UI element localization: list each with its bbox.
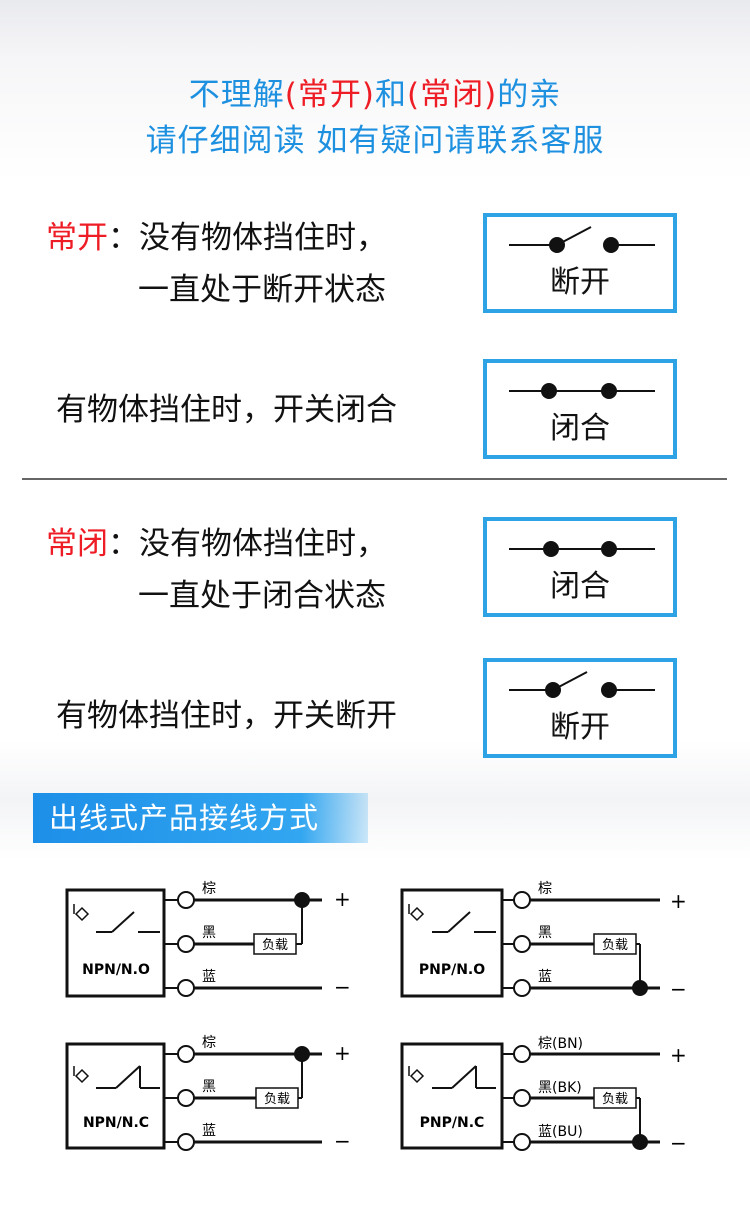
wire-label: 棕 xyxy=(202,881,216,897)
no-desc-line-1: 常开：没有物体挡住时， xyxy=(46,214,387,262)
terminal xyxy=(513,1089,531,1107)
switch-box-open: 断开 xyxy=(483,658,677,758)
minus-sign: − xyxy=(670,1131,687,1155)
terminal xyxy=(177,1133,195,1151)
wiring-diagram-npn-nc: NPN/N.C 棕 黑 蓝 负载 + − xyxy=(65,1035,351,1153)
junction-dot xyxy=(632,1134,648,1150)
minus-sign: − xyxy=(334,975,351,999)
nc-desc-line-1: 常闭：没有物体挡住时， xyxy=(46,520,387,568)
no-colon: ： xyxy=(108,220,139,256)
junction-dot xyxy=(294,892,310,908)
section-divider xyxy=(22,478,727,480)
wire-label: 蓝 xyxy=(202,1123,216,1139)
terminal xyxy=(513,935,531,953)
switch-box-closed: 闭合 xyxy=(483,359,677,459)
sensor-body xyxy=(400,1042,504,1150)
terminal xyxy=(177,1045,195,1063)
nc-desc-line-2: 一直处于闭合状态 xyxy=(138,578,386,614)
header-highlight-no: (常开) xyxy=(284,77,375,113)
junction-dot xyxy=(294,1046,310,1062)
switch-open-symbol xyxy=(509,226,655,253)
plus-sign: + xyxy=(670,1043,687,1067)
sensor-diamond-icon xyxy=(74,1068,90,1084)
load-label: 负载 xyxy=(262,938,288,953)
header-text: 不理解 xyxy=(188,77,285,113)
header-line-1: 不理解(常开)和(常闭)的亲 xyxy=(0,72,750,118)
no-desc-line-3: 有物体挡住时，开关闭合 xyxy=(56,392,397,428)
diagram-type-label: PNP/N.O xyxy=(419,962,485,978)
wire-label: 黑 xyxy=(202,925,216,941)
nc-label: 常闭 xyxy=(46,526,108,562)
terminal xyxy=(513,1133,531,1151)
junction-dot xyxy=(632,980,648,996)
terminal xyxy=(177,979,195,997)
header-highlight-nc: (常闭) xyxy=(407,77,498,113)
switch-box-closed: 闭合 xyxy=(483,517,677,617)
wire-label: 蓝 xyxy=(538,969,552,985)
terminal xyxy=(177,1089,195,1107)
no-desc-line-2: 一直处于断开状态 xyxy=(138,272,386,308)
header-line-2: 请仔细阅读 如有疑问请联系客服 xyxy=(145,123,605,159)
switch-box-label: 闭合 xyxy=(550,411,610,446)
terminal xyxy=(513,979,531,997)
switch-closed-symbol xyxy=(509,541,655,557)
wiring-diagram-pnp-no: PNP/N.O 棕 黑 蓝 负载 + − xyxy=(400,881,687,1001)
load-label: 负载 xyxy=(264,1092,290,1107)
wiring-diagram-pnp-nc: PNP/N.C 棕(BN) 黑(BK) 蓝(BU) 负载 + − xyxy=(400,1036,687,1155)
wiring-diagrams: NPN/N.O 棕 黑 蓝 负载 + − PNP/N.O xyxy=(65,881,687,1155)
sensor-body xyxy=(65,1042,166,1150)
wiring-banner: 出线式产品接线方式 xyxy=(33,793,368,843)
header: 不理解(常开)和(常闭)的亲 请仔细阅读 如有疑问请联系客服 xyxy=(0,72,750,164)
terminal xyxy=(513,891,531,909)
diagram-type-label: PNP/N.C xyxy=(420,1115,485,1131)
wire-label: 蓝(BU) xyxy=(538,1124,583,1140)
wire-label: 棕 xyxy=(202,1035,216,1051)
no-desc-1: 没有物体挡住时， xyxy=(139,220,387,256)
terminal xyxy=(513,1045,531,1063)
plus-sign: + xyxy=(670,889,687,913)
plus-sign: + xyxy=(334,1041,351,1065)
wire-label: 棕(BN) xyxy=(538,1036,583,1052)
sensor-diamond-icon xyxy=(409,906,425,922)
sensor-body xyxy=(65,888,166,998)
sensor-diamond-icon xyxy=(409,1068,425,1084)
header-text: 的亲 xyxy=(497,77,562,113)
wire-label: 棕 xyxy=(538,881,552,897)
no-label: 常开 xyxy=(46,220,108,256)
switch-box-label: 断开 xyxy=(550,265,610,300)
minus-sign: − xyxy=(670,977,687,1001)
terminal xyxy=(177,935,195,953)
diagram-type-label: NPN/N.C xyxy=(83,1115,149,1131)
switch-open-symbol xyxy=(509,671,655,698)
nc-desc-1: 没有物体挡住时， xyxy=(139,526,387,562)
nc-desc-line-3: 有物体挡住时，开关断开 xyxy=(56,698,397,734)
load-label: 负载 xyxy=(602,938,628,953)
wire-label: 黑(BK) xyxy=(538,1080,582,1096)
load-label: 负载 xyxy=(602,1092,628,1107)
plus-sign: + xyxy=(334,887,351,911)
header-text: 和 xyxy=(375,77,407,113)
switch-box-open: 断开 xyxy=(483,213,677,313)
wire-label: 蓝 xyxy=(202,969,216,985)
diagram-type-label: NPN/N.O xyxy=(82,962,150,978)
switch-closed-symbol xyxy=(509,383,655,399)
terminal xyxy=(177,891,195,909)
minus-sign: − xyxy=(334,1129,351,1153)
nc-colon: ： xyxy=(108,526,139,562)
sensor-body xyxy=(400,888,504,998)
switch-box-label: 闭合 xyxy=(550,569,610,604)
wire-label: 黑 xyxy=(202,1079,216,1095)
wire-label: 黑 xyxy=(538,925,552,941)
wiring-diagram-npn-no: NPN/N.O 棕 黑 蓝 负载 + − xyxy=(65,881,351,999)
switch-box-label: 断开 xyxy=(550,710,610,745)
sensor-diamond-icon xyxy=(74,906,90,922)
